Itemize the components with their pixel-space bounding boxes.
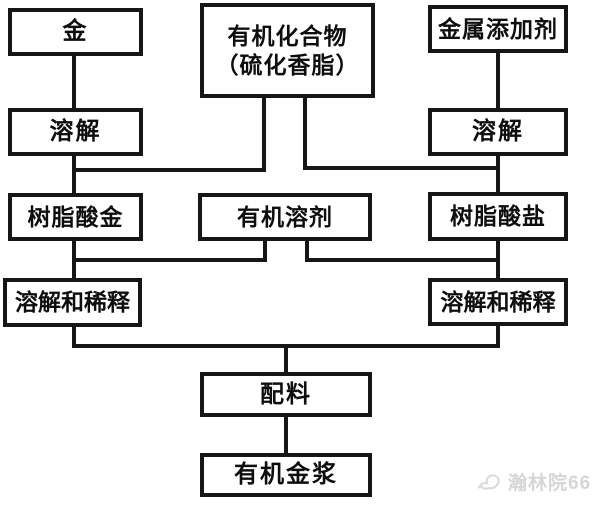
node-dissolve-dilute-left: 溶解和稀释 bbox=[3, 278, 142, 327]
node-gold-resinate: 树脂酸金 bbox=[8, 193, 143, 241]
edge-batching-organic-gold-paste-line bbox=[284, 415, 288, 457]
edge-organic-solvent-right-drop-line bbox=[305, 238, 309, 262]
edge-collector-batching-line bbox=[284, 346, 288, 376]
node-resinate-salt-label: 树脂酸盐 bbox=[450, 203, 546, 230]
edge-dissolve-right-resinate-salt-line bbox=[496, 152, 500, 196]
edge-dissolve-dilute-left-collector-line bbox=[72, 322, 76, 348]
node-dissolve-right-label: 溶解 bbox=[472, 118, 524, 145]
node-batching: 配料 bbox=[200, 372, 372, 417]
node-organic-compound: 有机化合物 （硫化香脂） bbox=[200, 3, 375, 98]
node-organic-solvent-label: 有机溶剂 bbox=[237, 203, 333, 230]
edge-dissolve-left-gold-resinate-line bbox=[72, 152, 76, 197]
node-organic-compound-label-line1: 有机化合物 bbox=[227, 22, 348, 49]
node-gold-label: 金 bbox=[62, 18, 89, 45]
node-dissolve-dilute-left-label: 溶解和稀释 bbox=[15, 289, 130, 316]
watermark: 瀚林院66 bbox=[476, 468, 591, 495]
node-gold-resinate-label: 树脂酸金 bbox=[27, 203, 124, 230]
edge-collector-horizontal-line bbox=[72, 344, 500, 348]
edge-organic-solvent-right-horizontal-line bbox=[305, 258, 500, 262]
node-dissolve-right: 溶解 bbox=[428, 108, 568, 156]
node-metal-additive-label: 金属添加剂 bbox=[438, 15, 558, 42]
node-dissolve-dilute-right: 溶解和稀释 bbox=[428, 278, 568, 326]
node-organic-gold-paste-label: 有机金浆 bbox=[234, 461, 338, 488]
node-organic-solvent: 有机溶剂 bbox=[198, 193, 372, 241]
node-dissolve-dilute-right-label: 溶解和稀释 bbox=[440, 288, 556, 315]
node-metal-additive: 金属添加剂 bbox=[428, 5, 568, 53]
node-dissolve-left: 溶解 bbox=[8, 108, 143, 156]
node-organic-gold-paste: 有机金浆 bbox=[200, 453, 372, 497]
edge-dissolve-dilute-right-collector-line bbox=[496, 322, 500, 348]
node-gold: 金 bbox=[8, 8, 143, 56]
edge-organic-solvent-left-drop-line bbox=[263, 238, 267, 262]
edge-organic-compound-left-horizontal-line bbox=[72, 168, 266, 172]
edge-organic-compound-right-horizontal-line bbox=[303, 166, 500, 170]
node-resinate-salt: 树脂酸盐 bbox=[428, 192, 568, 241]
watermark-logo-icon bbox=[477, 473, 500, 490]
node-organic-compound-label-line2: （硫化香脂） bbox=[215, 51, 360, 78]
edge-metal-additive-dissolve-right-line bbox=[496, 50, 500, 112]
node-dissolve-left-label: 溶解 bbox=[49, 118, 102, 145]
edge-organic-compound-left-drop-line bbox=[262, 95, 266, 172]
node-batching-label: 配料 bbox=[260, 380, 312, 408]
watermark-text: 瀚林院66 bbox=[508, 473, 592, 494]
edge-organic-solvent-left-horizontal-line bbox=[72, 258, 267, 262]
edge-organic-compound-right-drop-line bbox=[303, 95, 307, 170]
edge-gold-dissolve-left-line bbox=[72, 52, 76, 112]
